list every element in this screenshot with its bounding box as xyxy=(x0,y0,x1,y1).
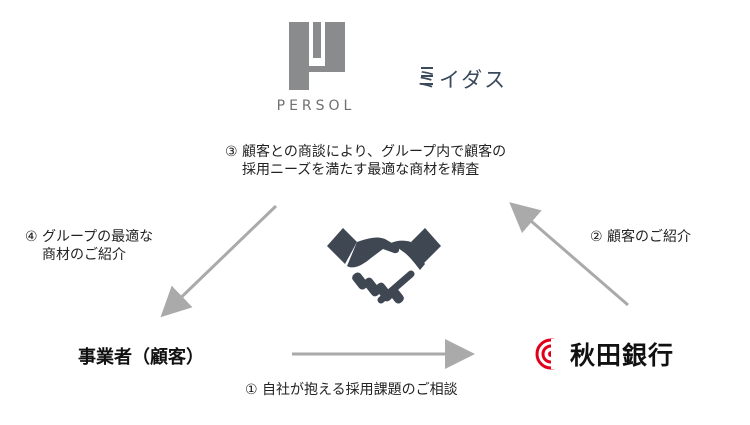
arrow-step-4 xyxy=(160,204,278,318)
akita-bank-logo: 秋田銀行 xyxy=(535,336,716,372)
step-1-text: ① 自社が抱える採用課題のご相談 xyxy=(245,382,458,398)
midas-wordmark: ミイダス xyxy=(416,68,508,92)
persol-logo: PERSOL xyxy=(268,18,364,120)
handshake-icon xyxy=(327,228,441,304)
step-3-line-2: 採用ニーズを満たす最適な商材を精査 xyxy=(242,162,480,178)
arrow-step-2 xyxy=(509,202,629,307)
step-3-text: ③ 顧客との商談により、グループ内で顧客の 採用ニーズを満たす最適な商材を精査 xyxy=(225,143,506,179)
step-4-text: ④ グループの最適な 商材のご紹介 xyxy=(25,228,153,264)
akita-bank-wordmark: 秋田銀行 xyxy=(570,341,675,370)
midas-slash-accent-icon xyxy=(421,67,433,85)
step-4-line-2: 商材のご紹介 xyxy=(42,247,126,263)
persol-mark-icon xyxy=(289,22,345,90)
step-4-line-1: ④ グループの最適な xyxy=(25,229,154,245)
step-2-text: ② 顧客のご紹介 xyxy=(590,229,692,245)
akita-bank-mark-icon xyxy=(535,338,567,370)
midas-logo: ミイダス xyxy=(416,64,556,94)
persol-wordmark: PERSOL xyxy=(276,98,356,114)
customer-label: 事業者（顧客） xyxy=(78,347,204,368)
step-3-line-1: ③ 顧客との商談により、グループ内で顧客の xyxy=(225,144,507,160)
